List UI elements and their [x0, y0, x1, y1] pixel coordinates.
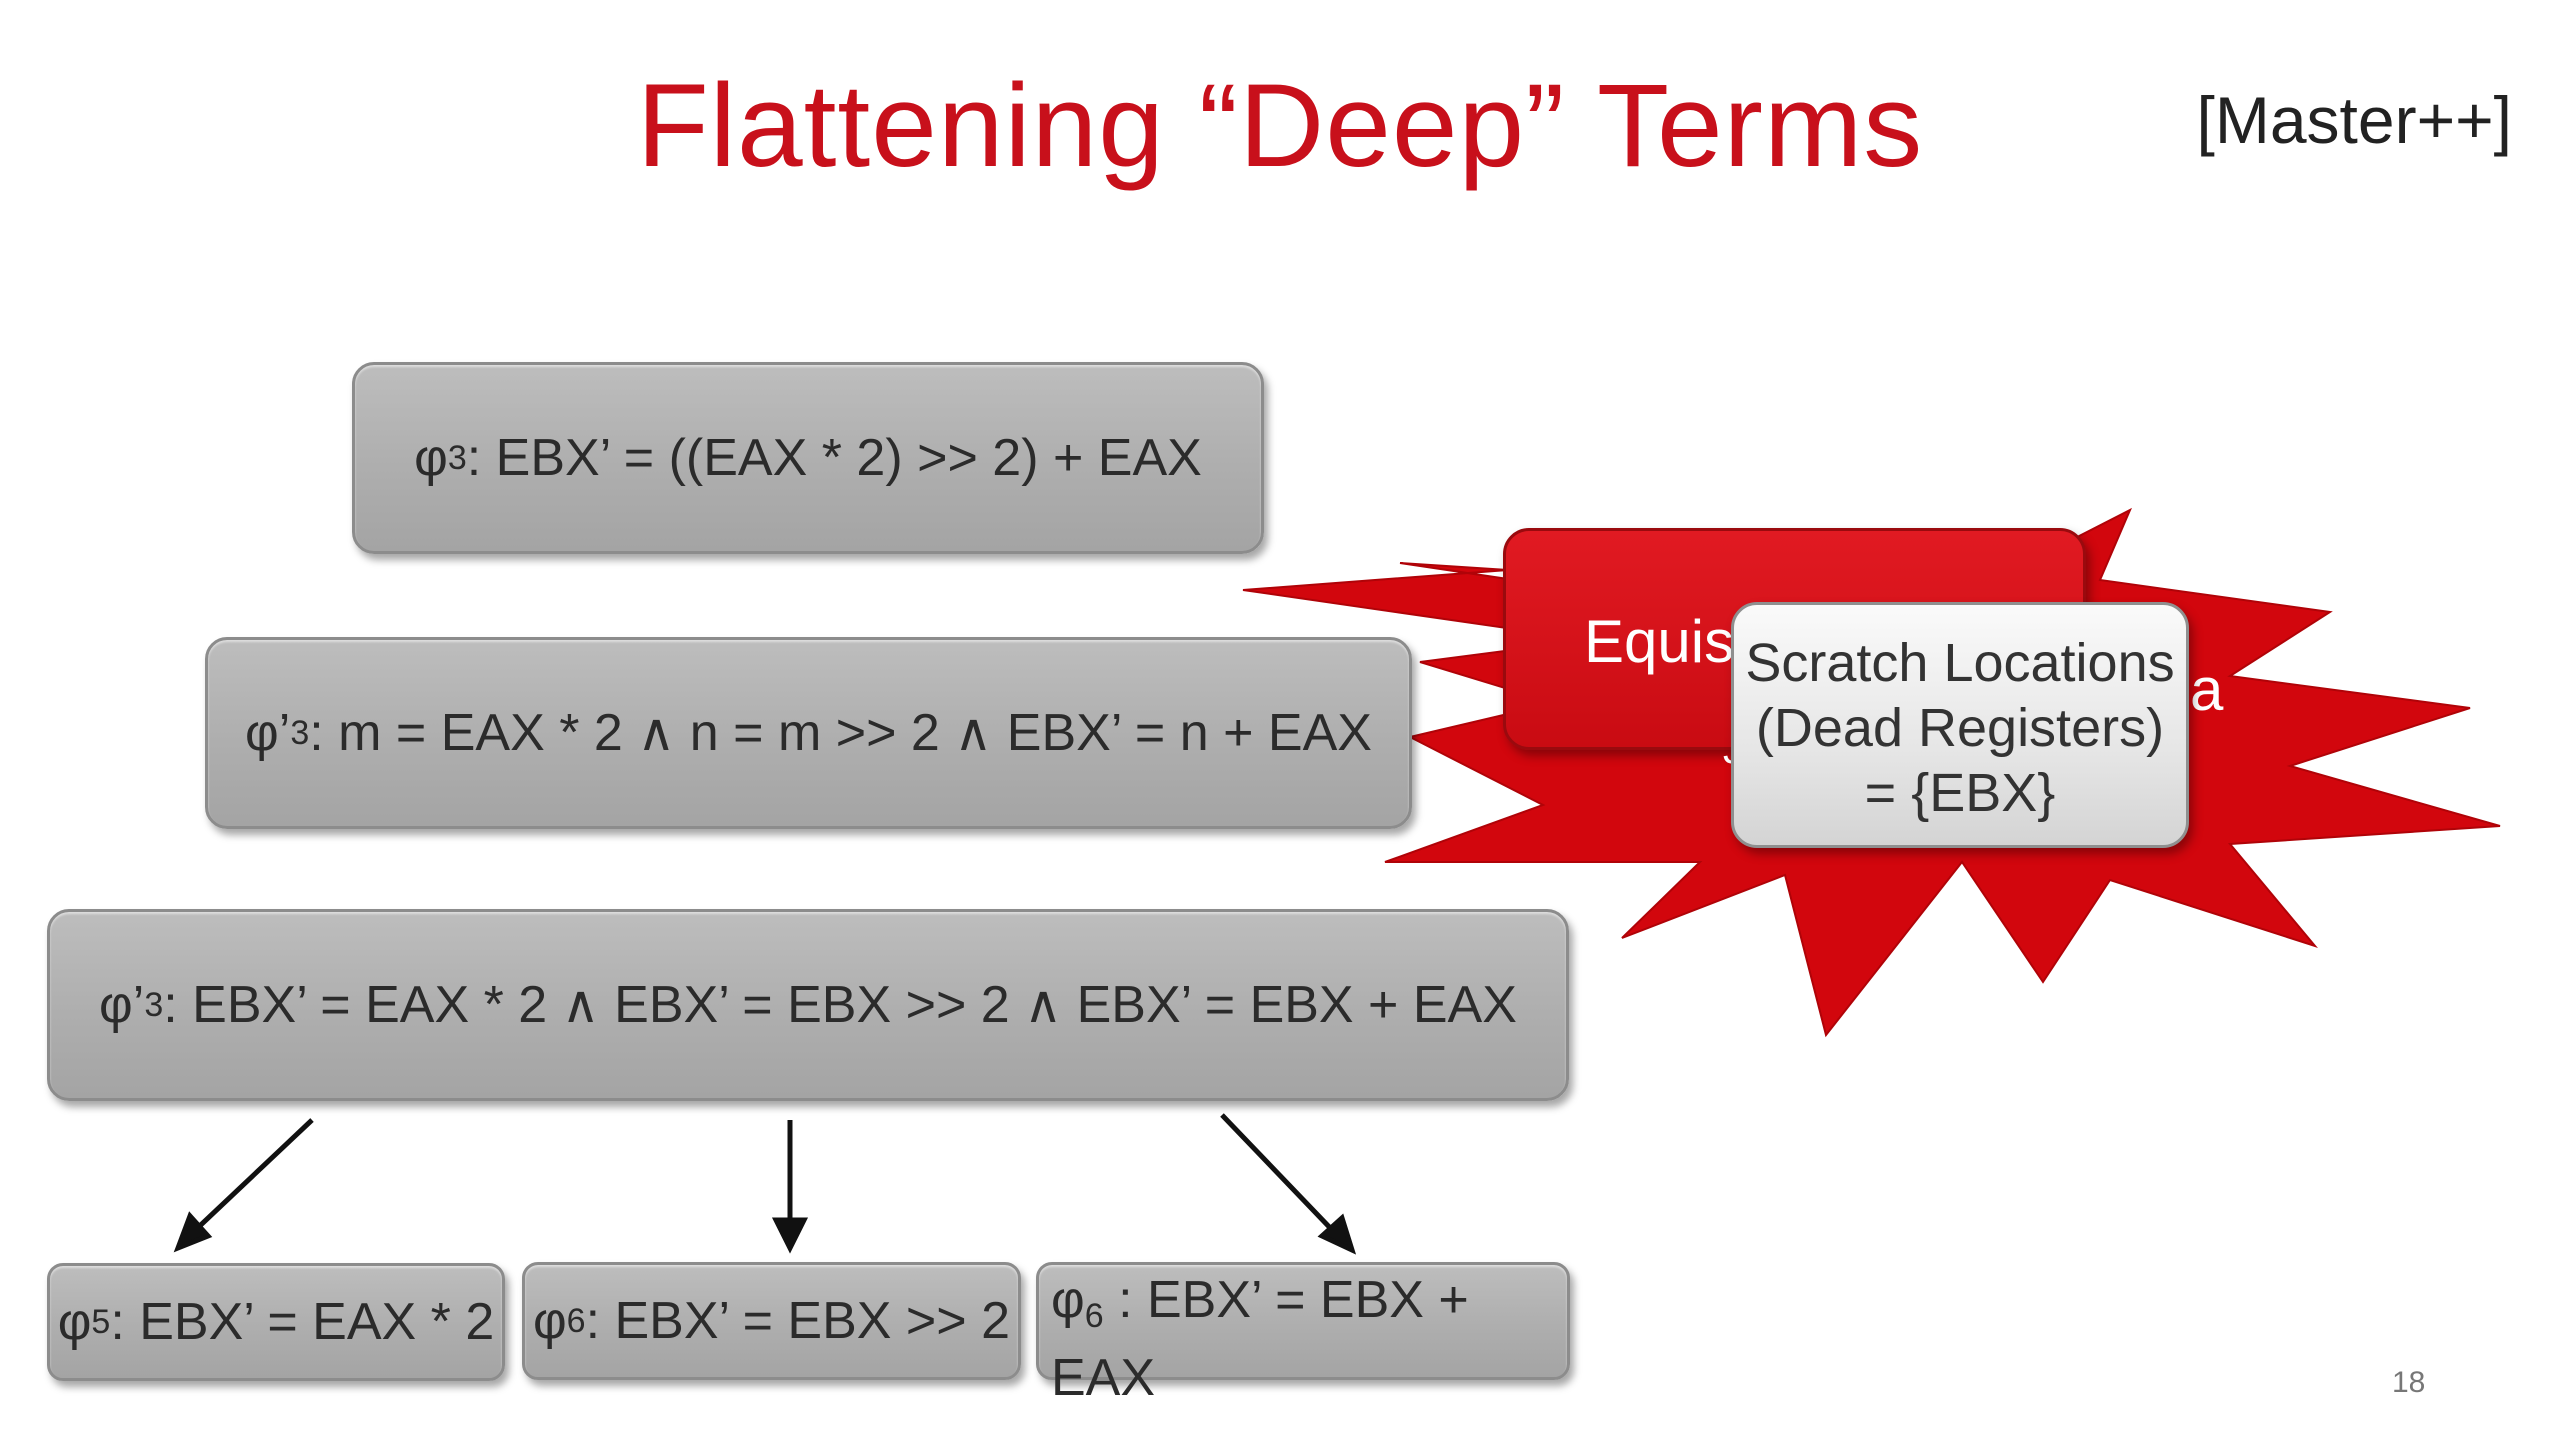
formula-phi3-prime-named: φ’3 : m = EAX * 2 ∧ n = m >> 2 ∧ EBX’ = … [205, 637, 1412, 829]
formula-symbol: φ [532, 1292, 567, 1350]
arrow-left [186, 1118, 314, 1239]
formula-subscript: 3 [447, 438, 467, 477]
formula-text: : EBX’ = EAX * 2 ∧ EBX’ = EBX >> 2 ∧ EBX… [163, 976, 1517, 1034]
formula-subscript: 6 [1084, 1297, 1104, 1335]
formula-subscript: 3 [144, 985, 164, 1024]
arrow-middle-head [771, 1217, 809, 1254]
page-number: 18 [2392, 1366, 2426, 1399]
arrow-left-head [173, 1211, 213, 1253]
note-line-1: Scratch Locations [1745, 633, 2175, 693]
slide-tag: [Master++] [2196, 83, 2512, 157]
formula-text: : EBX’ = ((EAX * 2) >> 2) + EAX [466, 429, 1202, 487]
formula-text: : EBX’ = EBX + EAX [1051, 1271, 1469, 1407]
formula-symbol: φ’ [245, 704, 291, 762]
formula-text: : EBX’ = EBX >> 2 [585, 1292, 1011, 1350]
scratch-locations-note: Scratch Locations (Dead Registers) = {EB… [1731, 602, 2189, 848]
note-line-2: (Dead Registers) [1755, 698, 2165, 758]
formula-subscript: 3 [290, 713, 310, 752]
formula-phi6-add: φ6 : EBX’ = EBX + EAX [1036, 1262, 1570, 1407]
formula-symbol: φ [1051, 1271, 1085, 1329]
formula-subscript: 6 [566, 1301, 586, 1340]
formula-symbol: φ [57, 1293, 92, 1351]
arrow-right [1220, 1113, 1338, 1236]
note-line-3: = {EBX} [1864, 763, 2056, 823]
callout-fragment: a [2190, 656, 2224, 723]
formula-wrap: φ6 : EBX’ = EBX + EAX [1051, 1269, 1471, 1409]
callout-label: Equis [1584, 608, 1735, 675]
formula-subscript: 5 [91, 1302, 111, 1341]
formula-symbol: φ [414, 429, 448, 487]
slide-title: Flattening “Deep” Terms [636, 60, 1924, 192]
arrow-right-head [1317, 1213, 1357, 1255]
formula-text: : m = EAX * 2 ∧ n = m >> 2 ∧ EBX’ = n + … [309, 704, 1372, 762]
formula-phi3-prime-registers: φ’3 : EBX’ = EAX * 2 ∧ EBX’ = EBX >> 2 ∧… [47, 909, 1569, 1101]
formula-symbol: φ’ [99, 976, 145, 1034]
formula-text: : EBX’ = EAX * 2 [110, 1293, 495, 1351]
